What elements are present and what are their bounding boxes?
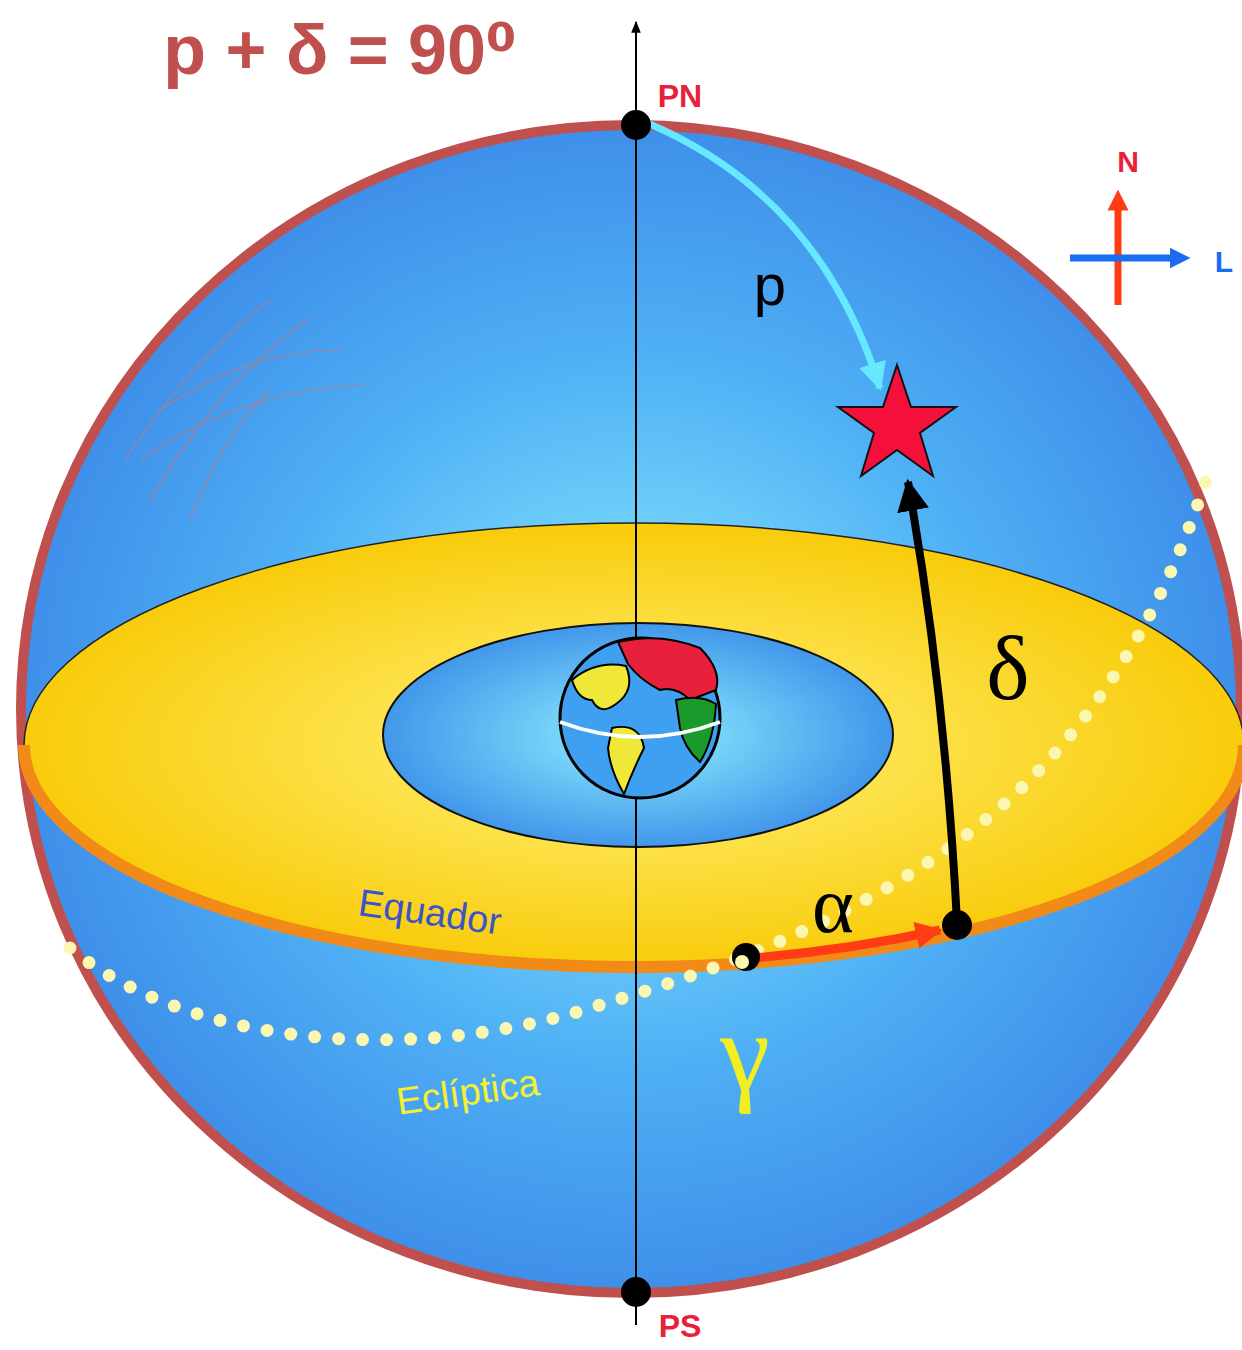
north-pole-dot	[621, 110, 651, 140]
equator-plane	[24, 523, 1242, 967]
earth	[560, 638, 720, 798]
vernal-point-dot	[732, 943, 760, 971]
angle-label: α	[812, 865, 854, 945]
pole-label: PS	[659, 1310, 702, 1342]
ecliptic	[70, 462, 1212, 1040]
polar-distance-arc	[645, 122, 880, 388]
vernal-point-label: γ	[720, 996, 770, 1108]
angle-label: δ	[986, 622, 1029, 714]
star	[838, 365, 956, 476]
vernal-point-inner	[735, 955, 749, 969]
pole-label: PN	[658, 80, 702, 112]
compass-label: L	[1215, 247, 1233, 277]
inner-plane	[383, 623, 893, 847]
formula-title: p + δ = 90⁰	[163, 15, 516, 85]
star-foot-dot	[942, 910, 972, 940]
angle-label: p	[754, 256, 786, 314]
compass-label: N	[1117, 147, 1139, 177]
compass-north	[1115, 200, 1122, 305]
compass-east	[1070, 255, 1180, 262]
declination-arc	[908, 482, 957, 922]
grid-sketch	[125, 300, 365, 520]
south-pole-dot	[621, 1277, 651, 1307]
